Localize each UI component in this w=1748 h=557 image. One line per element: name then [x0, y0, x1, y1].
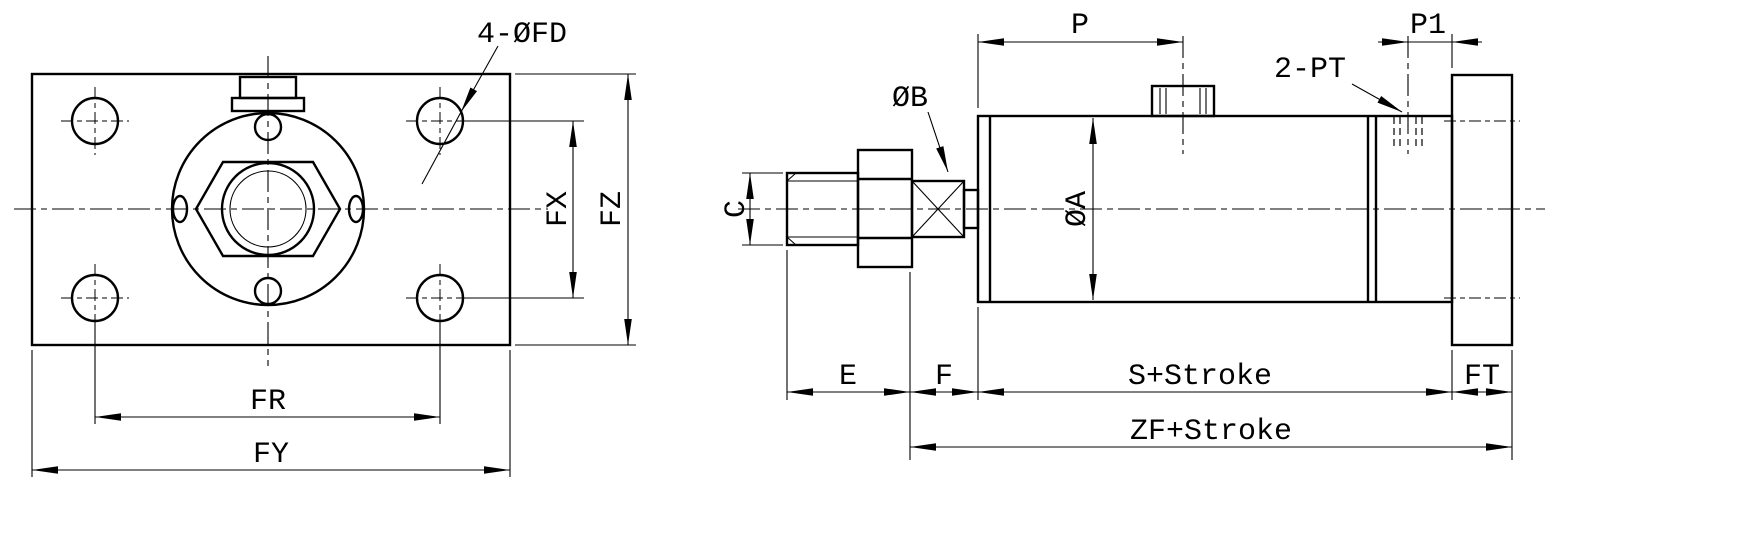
rear-flange [1444, 73, 1520, 347]
dim-label-e: E [839, 360, 857, 394]
piston-rod [785, 171, 860, 247]
front-view: 4-ØFD FX FZ FR FY [14, 18, 636, 477]
dim-label-fx: FX [542, 191, 576, 227]
hole-callout-label: 4-ØFD [477, 18, 567, 52]
flange-boss [170, 111, 366, 307]
ob-leader [927, 111, 949, 173]
dim-label-p1: P1 [1410, 9, 1446, 43]
dim-label-c: C [720, 200, 754, 218]
dim-label-f: F [935, 360, 953, 394]
flange-slot-left [171, 194, 189, 224]
dim-label-fz: FZ [596, 191, 630, 227]
hex-nut-outline [194, 160, 342, 258]
flange-slot-right [347, 194, 365, 224]
rear-port-hidden [1393, 36, 1423, 154]
port-boss [1150, 36, 1216, 154]
dim-label-s: S+Stroke [1128, 360, 1272, 394]
dim-label-oa: ØA [1061, 191, 1095, 227]
dim-label-ob: ØB [892, 82, 928, 116]
port-callout-label: 2-PT [1274, 53, 1346, 87]
top-boss [230, 75, 306, 113]
dim-label-ft: FT [1464, 360, 1500, 394]
dim-label-fy: FY [253, 438, 289, 472]
dim-label-p: P [1071, 9, 1089, 43]
flange-slot-top [253, 112, 283, 142]
hole-callout-leader [460, 45, 499, 113]
dim-label-fr: FR [250, 385, 286, 419]
dim-label-zf: ZF+Stroke [1130, 415, 1292, 449]
port-callout-leader [1351, 83, 1403, 113]
mounting-holes [61, 87, 474, 332]
flange-plate-outline [30, 72, 512, 347]
flange-slot-bottom [253, 276, 283, 306]
side-view: C ØB ØA P P1 2-PT E F S+Strok [720, 9, 1545, 460]
